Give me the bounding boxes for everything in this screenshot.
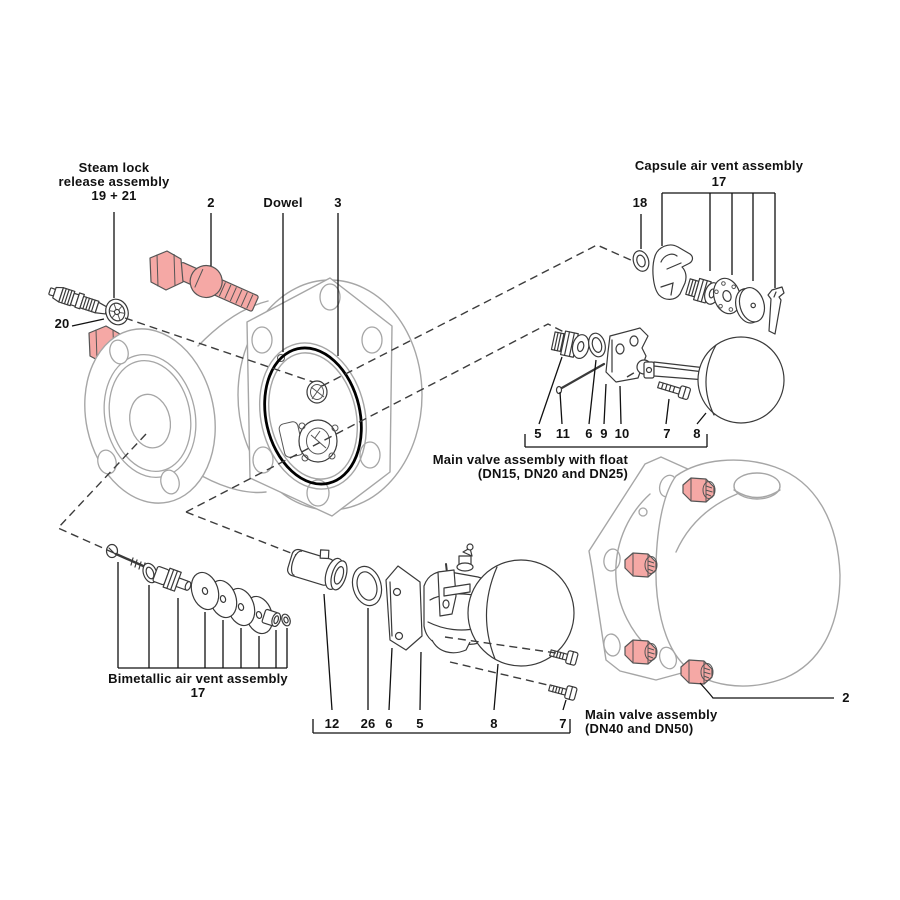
leader-lines [71,192,834,734]
body-nut [624,639,658,665]
dn40-num-26: 26 [360,716,376,731]
washer-6 [588,332,606,358]
capsule-air-vent-parts [632,244,785,335]
star-washer [105,298,129,326]
bimetal-discs [190,571,274,635]
steam-lock-line2: release assembly [58,174,170,189]
dn40-title: Main valve assembly (DN40 and DN50) [585,708,717,736]
steam-lock-line1: Steam lock [78,160,150,175]
float-ball-8 [697,336,785,424]
float-ball-dn40 [467,559,575,667]
part-number-2-bottom: 2 [842,690,850,705]
float-num-8: 8 [693,426,701,441]
part-number-3: 3 [334,195,342,210]
steam-lock-label: Steam lock release assembly 19 + 21 [59,161,170,203]
alignment-dashes [56,244,638,687]
float-num-11: 11 [555,426,571,441]
dowel-label: Dowel [263,195,303,210]
float-assembly-title: Main valve assembly with float (DN15, DN… [388,453,628,481]
bimetallic-nut [261,608,282,628]
steam-lock-release-part [48,286,129,326]
float-num-7: 7 [663,426,671,441]
bolt-7b [548,684,578,701]
body-nut-2 [680,659,714,685]
bimetallic-end-washer [281,613,291,627]
float-lever-7 [643,361,707,400]
retaining-clip [767,286,785,335]
float-assembly-dn15 [550,327,785,424]
dn40-title-line2: (DN40 and DN50) [585,721,694,736]
capsule-disc [735,286,766,324]
dn40-num-5: 5 [416,716,424,731]
dn40-title-line1: Main valve assembly [585,707,718,722]
float-num-10: 10 [614,426,630,441]
steam-lock-line3: 19 + 21 [91,188,137,203]
dn40-num-12: 12 [324,716,340,731]
bimetallic-title-line: Bimetallic air vent assembly [108,671,288,686]
cover-screw [306,380,328,404]
dn40-body [588,456,841,687]
gasket-26 [351,565,383,607]
o-ring [263,346,363,486]
cover-hub [298,419,339,463]
float-title-line1: Main valve assembly with float [432,452,628,467]
dn40-num-6: 6 [385,716,393,731]
perforated-plate [712,277,742,315]
dn40-num-7: 7 [559,716,567,731]
part-number-20: 20 [54,316,70,331]
bimetallic-title: Bimetallic air vent assembly 17 [108,672,288,700]
float-num-5: 5 [534,426,542,441]
sleeve-12 [286,548,348,591]
bimetallic-fitting [152,565,192,592]
float-num-6: 6 [585,426,593,441]
bimetallic-assembly [105,543,291,635]
cover-plate [246,277,393,517]
float-num-9: 9 [600,426,608,441]
cover-bolt [149,250,259,312]
valve-seat-5 [550,330,590,359]
bimetallic-number-17: 17 [190,685,206,700]
capsule-title: Capsule air vent assembly [634,158,804,173]
cover-plate-6 [385,565,423,651]
dowel-hole [277,354,285,362]
part-number-2-top: 2 [207,195,215,210]
float-title-line2: (DN15, DN20 and DN25) [477,466,628,481]
pin-11 [555,362,606,395]
dn40-valve-assembly [286,543,579,701]
capsule-number-17: 17 [711,174,727,189]
dn40-num-8: 8 [490,716,498,731]
part-number-18: 18 [632,195,648,210]
body-nut [624,552,658,578]
washer-18 [632,250,650,272]
body-nut [682,477,716,503]
